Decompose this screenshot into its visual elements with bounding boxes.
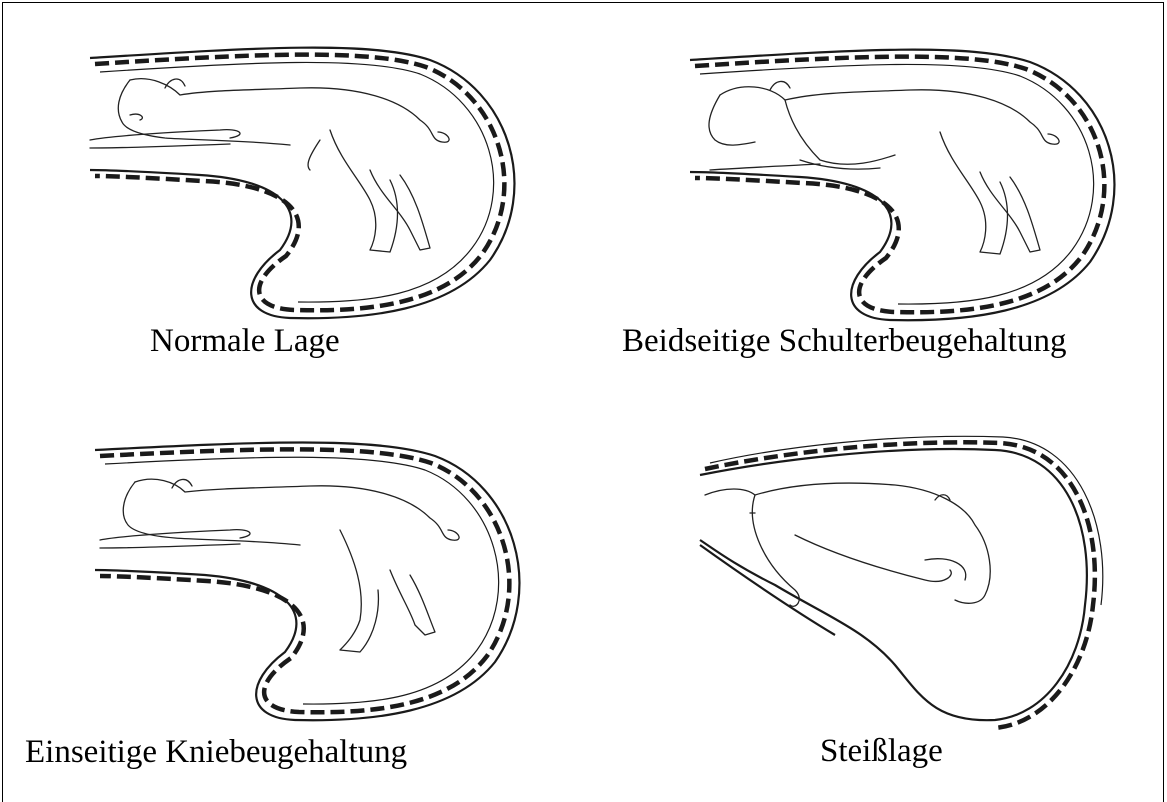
panel-unilateral-knee-flexion — [80, 420, 520, 720]
caption-unilateral-knee-flexion: Einseitige Kniebeugehaltung — [25, 736, 407, 769]
panel-normal-position — [70, 20, 510, 320]
caption-normal-position: Normale Lage — [150, 325, 340, 358]
calf-shoulder-flexion-illustration — [680, 20, 1120, 320]
calf-normal-position-illustration — [70, 20, 510, 320]
caption-breech-position: Steißlage — [820, 735, 943, 768]
caption-bilateral-shoulder-flexion: Beidseitige Schulterbeugehaltung — [622, 325, 1066, 358]
panel-bilateral-shoulder-flexion — [680, 20, 1120, 320]
panel-breech-position — [695, 405, 1135, 725]
calf-knee-flexion-illustration — [80, 420, 520, 720]
calf-breech-position-illustration — [695, 405, 1135, 725]
